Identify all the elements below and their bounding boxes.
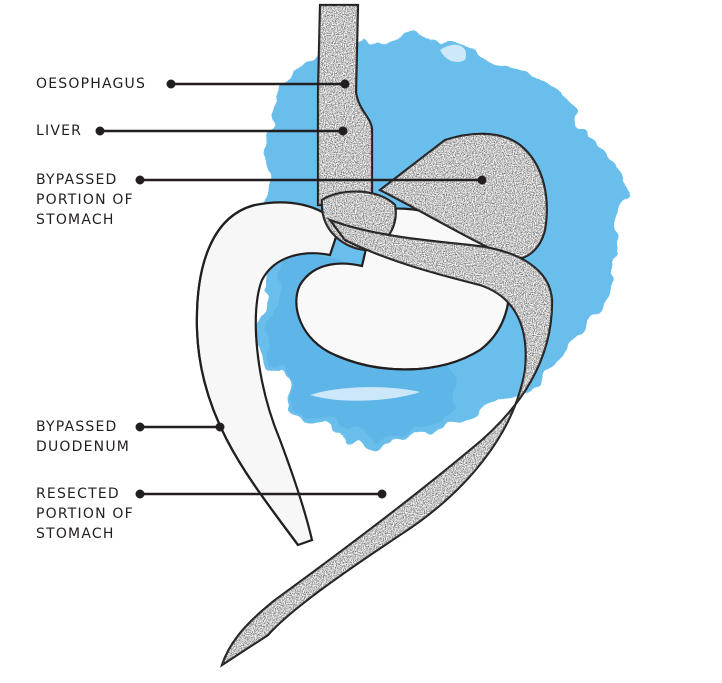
bypassed-stomach-shape	[377, 132, 548, 260]
oesophagus-tube-shape	[316, 3, 374, 207]
label-resected-stomach: RESECTED PORTION OF STOMACH	[36, 486, 134, 542]
label-oesophagus: OESOPHAGUS	[36, 76, 147, 92]
label-bypassed-stomach: BYPASSED PORTION OF STOMACH	[36, 172, 134, 228]
leader-line-bypassed-duodenum	[135, 422, 225, 432]
label-bypassed-duodenum: BYPASSED DUODENUM	[36, 419, 131, 455]
watercolor-highlights	[310, 44, 466, 401]
leader-line-liver	[95, 126, 348, 136]
leader-line-bypassed-stomach	[135, 175, 487, 185]
label-liver: LIVER	[36, 123, 83, 139]
leader-line-oesophagus	[166, 79, 350, 89]
leader-line-resected-stomach	[135, 489, 387, 499]
leader-lines	[95, 79, 487, 499]
intestinal-limb-shape	[220, 217, 554, 668]
